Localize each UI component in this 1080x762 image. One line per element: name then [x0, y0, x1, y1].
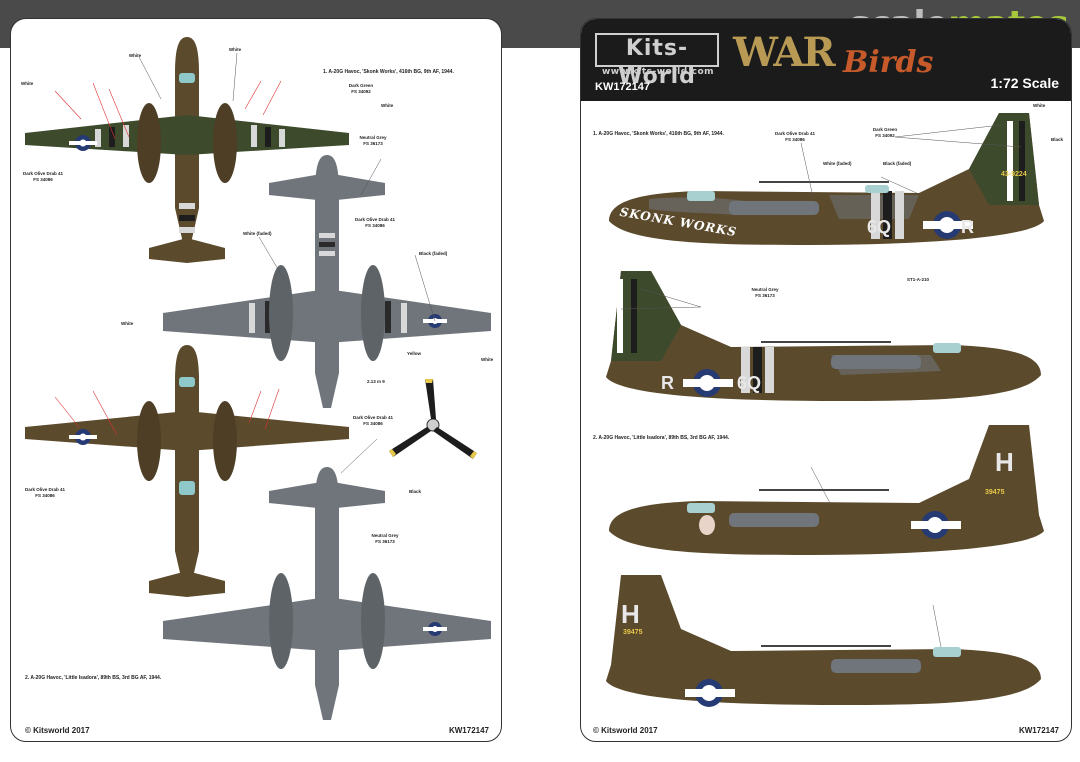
- label-r-white-faded: White (faded): [823, 161, 852, 166]
- scale-label: 1:72 Scale: [990, 75, 1060, 91]
- profile-3-left-side: [609, 425, 1044, 555]
- label-olive-drab-2: Dark Olive Drab 41 FS 34086: [354, 217, 396, 228]
- label-white-2: White: [228, 47, 242, 52]
- leader-lines-left: [54, 52, 436, 474]
- caption-aircraft-2: 2. A-20G Havoc, 'Little Isadora', 89th B…: [25, 675, 162, 681]
- tail-serial-1: 43-9224: [1001, 171, 1027, 178]
- leader-lines-right: [620, 124, 1022, 648]
- tail-serial-2: 39475: [985, 489, 1005, 496]
- label-white-4: White: [381, 103, 394, 108]
- left-decal-sheet: 1. A-20G Havoc, 'Skonk Works', 416th BG,…: [10, 18, 502, 742]
- label-white-faded: White (faded): [243, 231, 272, 236]
- label-olive-drab-4: Dark Olive Drab 41 FS 34086: [24, 487, 66, 498]
- profile-1-left-side: [609, 113, 1044, 245]
- tail-serial-3: 39475: [623, 629, 643, 636]
- warbirds-subtitle: Birds: [843, 45, 934, 80]
- profile-4-right-side: [606, 575, 1041, 707]
- label-black: Black: [409, 489, 422, 494]
- label-white-6: White: [481, 357, 494, 362]
- plane-1-bottom-view: [163, 155, 491, 408]
- plane-1-top-view: [25, 37, 349, 263]
- label-olive-drab-3: Dark Olive Drab 41 FS 34086: [352, 415, 394, 426]
- brand-header: Kits-World www.kits-world.com KW172147 W…: [581, 19, 1071, 101]
- label-prop-size: 2.13 m 9: [367, 379, 385, 384]
- footer-copyright: © Kitsworld 2017: [25, 726, 90, 735]
- label-white-3: White: [21, 81, 34, 86]
- label-r-neutral-grey: Neutral Grey FS 36173: [751, 287, 779, 298]
- caption-profile-2: 2. A-20G Havoc, 'Little Isadora', 89th B…: [593, 435, 730, 441]
- code-h-2: H: [621, 599, 640, 629]
- label-r-black-faded: Black (faded): [883, 161, 912, 166]
- label-white-5: White: [121, 321, 134, 326]
- label-neutral-grey-2: Neutral Grey FS 36173: [371, 533, 399, 544]
- label-white-1: White: [128, 53, 142, 58]
- footer-code-right: KW172147: [1018, 726, 1059, 735]
- caption-aircraft-1: 1. A-20G Havoc, 'Skonk Works', 416th BG,…: [323, 69, 454, 75]
- label-dark-green: Dark Green FS 34092: [348, 83, 374, 94]
- code-r: R: [961, 217, 974, 237]
- profile-2-right-side: [606, 271, 1041, 401]
- label-yellow: Yellow: [407, 351, 422, 356]
- product-code: KW172147: [595, 81, 651, 93]
- right-decal-sheet: Kits-World www.kits-world.com KW172147 W…: [580, 18, 1072, 742]
- plane-2-bottom-view: [163, 467, 491, 720]
- label-r-white: White: [1033, 103, 1046, 108]
- footer-copyright-right: © Kitsworld 2017: [593, 726, 658, 735]
- propeller-diagram: [389, 379, 477, 459]
- caption-profile-1: 1. A-20G Havoc, 'Skonk Works', 416th BG,…: [593, 131, 724, 137]
- code-6q-2: 6Q: [737, 373, 762, 393]
- label-black-faded: Black (faded): [419, 251, 448, 256]
- warbirds-title: WAR: [733, 29, 836, 76]
- footer-code: KW172147: [448, 726, 489, 735]
- code-r-2: R: [661, 373, 674, 393]
- label-r-olive-drab: Dark Olive Drab 41 FS 34086: [774, 131, 816, 142]
- label-r-dark-green: Dark Green FS 34092: [872, 127, 898, 138]
- code-h-1: H: [995, 447, 1014, 477]
- brand-url: www.kits-world.com: [601, 67, 715, 77]
- kits-world-logo: Kits-World: [595, 33, 719, 89]
- label-r-black: Black: [1051, 137, 1064, 142]
- label-r-stencil: ST1-A-210: [907, 277, 930, 282]
- label-neutral-grey-1: Neutral Grey FS 36173: [359, 135, 387, 146]
- label-olive-drab-1: Dark Olive Drab 41 FS 34086: [22, 171, 64, 182]
- code-6q: 6Q: [867, 217, 892, 237]
